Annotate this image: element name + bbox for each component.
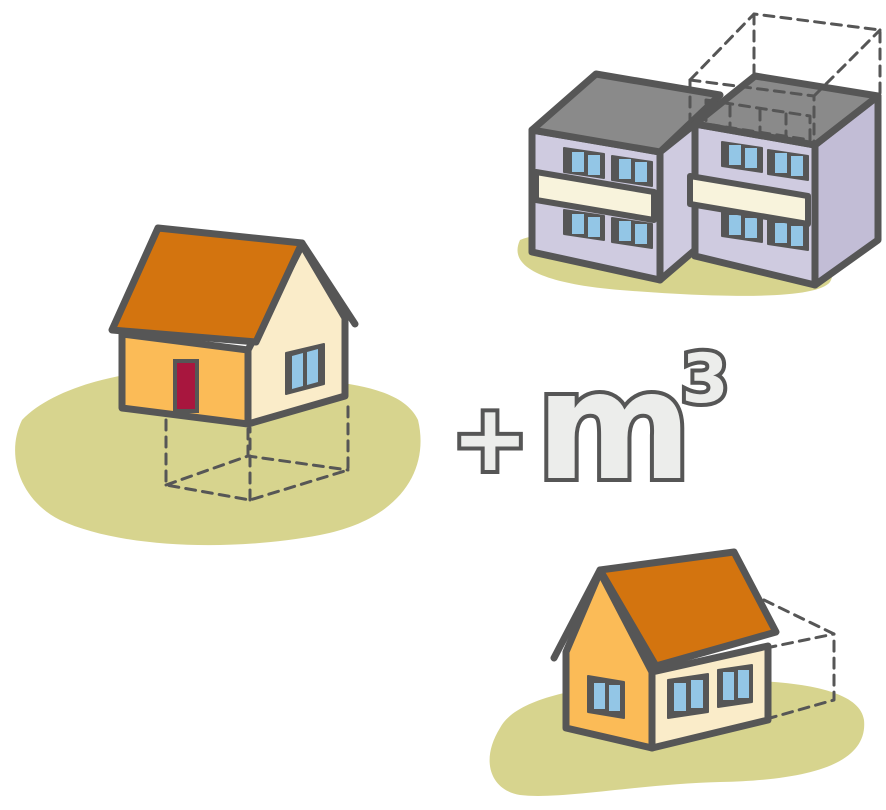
house-right-side-window-1 xyxy=(667,673,709,719)
exponent-three: 3 xyxy=(681,340,728,419)
window-right-lower-1 xyxy=(721,211,763,243)
window-left-lower-2 xyxy=(611,217,653,249)
rooftop-extension-outline xyxy=(688,12,882,147)
grass-patch-left xyxy=(15,368,421,546)
house-right xyxy=(550,548,780,752)
plus-sign: + xyxy=(451,385,528,492)
house-left-window xyxy=(285,343,325,395)
house-right-roof-edge xyxy=(550,566,604,662)
apartment-building xyxy=(528,70,882,289)
window-right-upper-1 xyxy=(721,141,763,173)
balcony-left xyxy=(533,169,657,223)
plus-cubic-meter-symbol: + m 3 xyxy=(447,336,732,518)
apartment-rooftop-scene xyxy=(517,12,882,296)
m-letter: m xyxy=(536,340,692,514)
window-left-upper-1 xyxy=(563,147,605,179)
house-side-extension-scene xyxy=(489,548,865,796)
window-left-lower-1 xyxy=(563,209,605,241)
window-right-upper-2 xyxy=(767,149,809,181)
building-left-roof xyxy=(528,70,724,156)
balcony-right xyxy=(687,173,811,227)
window-left-upper-2 xyxy=(611,155,653,187)
house-with-basement-scene xyxy=(15,224,421,546)
house-right-roof xyxy=(596,548,780,670)
basement-extension-outline xyxy=(164,403,350,502)
house-right-front-window xyxy=(587,675,625,719)
building-right-roof xyxy=(691,72,882,149)
house-left-roof xyxy=(108,224,306,346)
house-left-roof-ridge xyxy=(298,239,359,328)
house-left-door xyxy=(173,359,199,413)
house-left xyxy=(108,224,359,428)
house-right-side-window-2 xyxy=(717,664,753,708)
